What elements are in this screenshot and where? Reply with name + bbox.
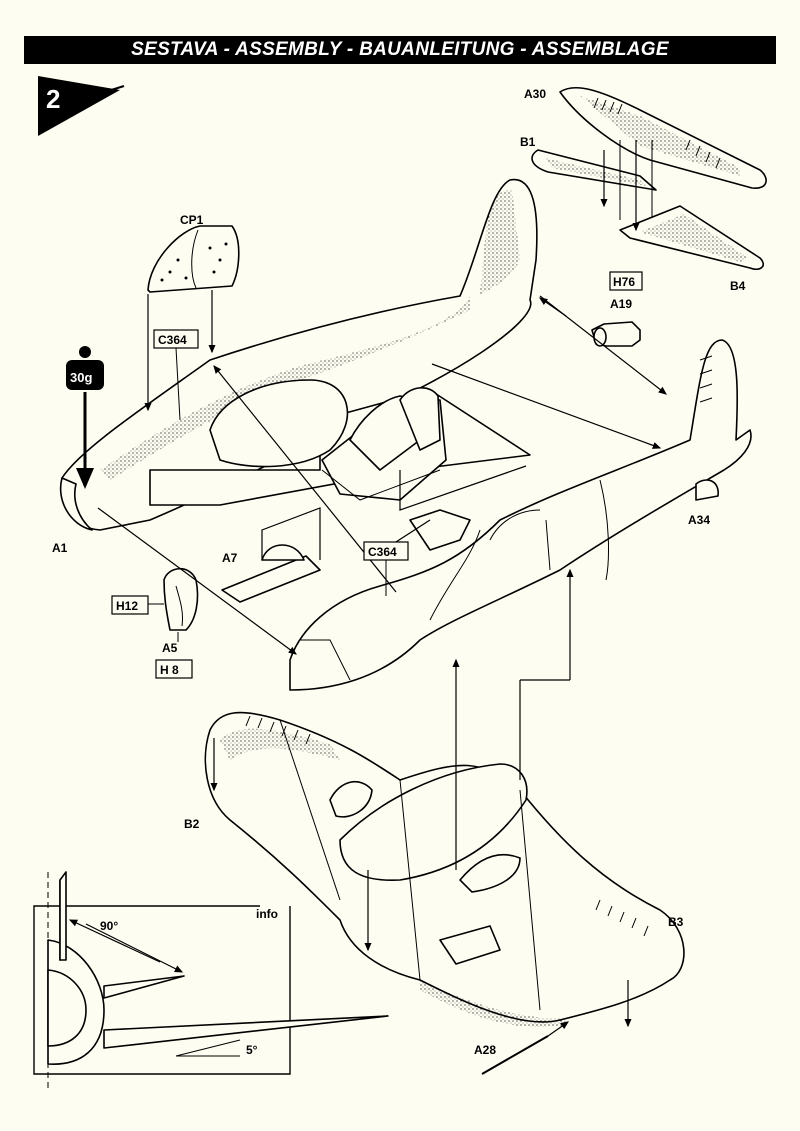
label-h8: H 8	[160, 663, 179, 677]
weight-label: 30g	[70, 370, 92, 385]
header-title: SESTAVA - ASSEMBLY - BAUANLEITUNG - ASSE…	[131, 39, 669, 60]
label-b2: B2	[184, 817, 200, 831]
fuselage-right-half	[289, 339, 752, 691]
step-badge: 2	[38, 76, 125, 136]
info-title: info	[256, 907, 278, 921]
label-b4: B4	[730, 279, 746, 293]
box-h76	[609, 271, 643, 291]
step-number: 2	[46, 84, 60, 114]
canopy-cp1	[144, 225, 240, 412]
seat-assembly	[321, 387, 527, 511]
part-a28	[481, 1021, 569, 1075]
info-box: info 90° 5°	[33, 871, 389, 1090]
label-cp1: CP1	[180, 213, 204, 227]
box-h8	[155, 659, 193, 679]
fuselage-left-half	[59, 178, 538, 531]
label-a30: A30	[524, 87, 546, 101]
horizontal-tail	[531, 86, 767, 271]
assembly-guide-lines	[97, 295, 667, 655]
nose-weight: 30g	[66, 346, 104, 489]
label-a5: A5	[162, 641, 178, 655]
label-a28: A28	[474, 1043, 496, 1057]
label-a7: A7	[222, 551, 238, 565]
label-a19: A19	[610, 297, 632, 311]
label-b1: B1	[520, 135, 536, 149]
angle-5-label: 5°	[246, 1043, 258, 1057]
label-c364-mid: C364	[368, 545, 397, 559]
label-b3: B3	[668, 915, 684, 929]
part-a19	[591, 321, 641, 347]
label-c364-top: C364	[158, 333, 187, 347]
label-a34: A34	[688, 513, 710, 527]
label-h12: H12	[116, 599, 138, 613]
part-labels: A30 B1 B4 H76 A19 CP1 C364 A1 A7 C364 H1…	[52, 87, 746, 1057]
page-header: SESTAVA - ASSEMBLY - BAUANLEITUNG - ASSE…	[24, 36, 776, 64]
label-h76: H76	[613, 275, 635, 289]
wing-assembly	[204, 568, 685, 1028]
label-a1: A1	[52, 541, 68, 555]
cockpit-floor-a7	[221, 507, 321, 603]
box-h12	[111, 595, 149, 615]
angle-90-label: 90°	[100, 919, 118, 933]
